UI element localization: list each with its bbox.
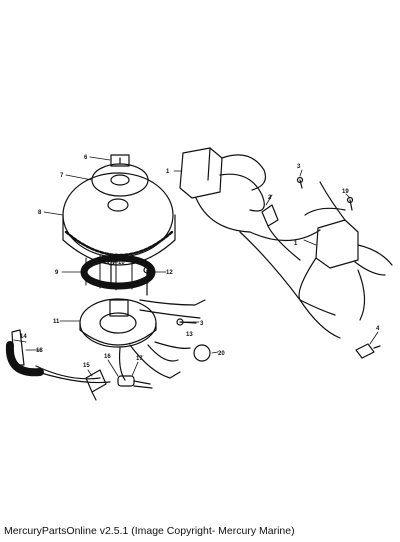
callout-19: 19 [342,189,349,195]
callout-14: 14 [20,334,27,340]
sensor-4 [355,343,381,359]
callout-2: 2 [268,195,272,201]
callout-7: 7 [60,173,64,179]
callout-11: 11 [53,319,60,325]
trigger-assembly [5,329,111,384]
callout-16: 16 [104,354,111,360]
connector-16 [117,375,153,389]
screw-10 [107,258,115,286]
callout-8: 8 [38,210,42,216]
callout-18: 18 [36,348,43,354]
callout-20: 20 [218,351,225,357]
stator-plate [79,298,157,348]
callout-3-bottom: 3 [200,321,204,327]
callout-1-right: 1 [294,241,298,247]
harness-wires [239,207,386,339]
callout-6: 6 [84,155,88,161]
callout-10: 10 [118,260,125,266]
callout-9: 9 [55,270,59,276]
callout-4: 4 [376,326,380,332]
image-caption: MercuryPartsOnline v2.5.1 (Image Copyrig… [4,525,295,537]
leader-lines [13,156,379,377]
callouts: 1 1 2 3 19 6 7 8 9 10 12 11 3 13 4 14 18… [20,155,380,369]
clamp-20 [193,344,211,362]
terminal-15 [85,369,107,401]
switch-box-right [298,181,393,316]
callout-3-top: 3 [297,164,301,170]
callout-15: 15 [83,363,90,369]
screw-19 [346,196,354,211]
screw-12 [143,266,151,296]
plug-boot [261,204,301,261]
callout-17: 17 [136,356,143,362]
flywheel [62,163,176,266]
stator-leads [118,299,206,381]
callout-12: 12 [166,270,173,276]
callout-1-top: 1 [166,169,170,175]
screw-3-top [296,176,304,189]
flywheel-nut [110,154,130,167]
switch-box-top [179,147,267,233]
callout-13: 13 [186,332,193,338]
